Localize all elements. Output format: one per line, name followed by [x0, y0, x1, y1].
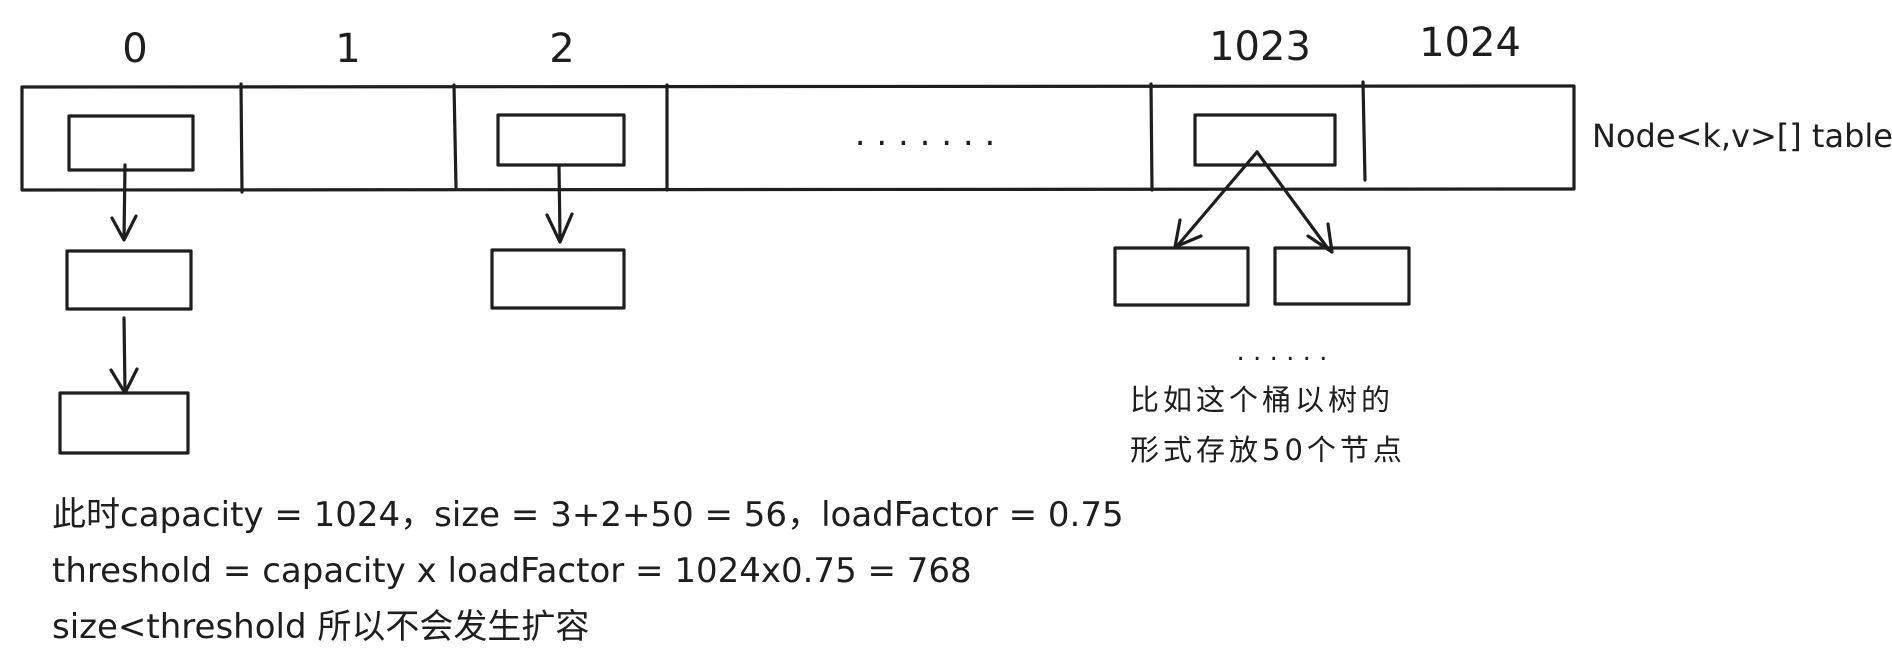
bucket-0-node-3: [58, 391, 190, 455]
index-label-1024: 1024: [1419, 20, 1521, 66]
index-label-1: 1: [335, 26, 360, 72]
conclusion-info-line: size<threshold 所以不会发生扩容: [52, 607, 589, 647]
index-label-0: 0: [122, 26, 147, 72]
index-label-1023: 1023: [1209, 24, 1311, 70]
cell-divider: [239, 82, 244, 194]
arrow-line: [122, 316, 127, 394]
bucket-1023-tree: [1113, 113, 1411, 307]
threshold-info-line: threshold = capacity x loadFactor = 1024…: [52, 551, 972, 591]
bucket-2-head-node: [496, 113, 626, 167]
tree-edge-right: [1255, 150, 1331, 252]
bucket-2-node-2: [490, 248, 626, 310]
bucket-2-chain: [490, 113, 626, 310]
cell-divider: [1149, 82, 1154, 192]
bucket-0-chain: [58, 114, 195, 455]
tree-left-child-node: [1113, 246, 1250, 307]
bucket-1023-root-node: [1193, 113, 1337, 167]
arrowhead: [545, 212, 574, 244]
tree-ellipsis: . . . . . .: [1237, 337, 1328, 367]
bucket-0-node-2: [65, 249, 193, 311]
gap-ellipsis: . . . . . . .: [855, 114, 996, 154]
tree-note-line-1: 比如这个桶以树的: [1130, 383, 1394, 417]
arrow-line: [122, 163, 127, 240]
cell-divider: [1361, 80, 1367, 182]
arrowhead: [110, 214, 138, 242]
arrowhead: [1306, 222, 1334, 254]
cell-divider: [452, 83, 458, 189]
tree-edge-left: [1176, 150, 1259, 247]
table-outline: [20, 84, 1576, 192]
tree-right-child-node: [1273, 246, 1411, 306]
index-label-2: 2: [549, 26, 574, 72]
capacity-info-line: 此时capacity = 1024，size = 3+2+50 = 56，loa…: [52, 495, 1124, 535]
arrow-line: [557, 164, 562, 240]
bucket-0-head-node: [67, 114, 195, 172]
table-label: Node<k,v>[] table: [1592, 117, 1892, 155]
table-array: [20, 80, 1576, 194]
tree-note-line-2: 形式存放50个节点: [1130, 433, 1406, 467]
